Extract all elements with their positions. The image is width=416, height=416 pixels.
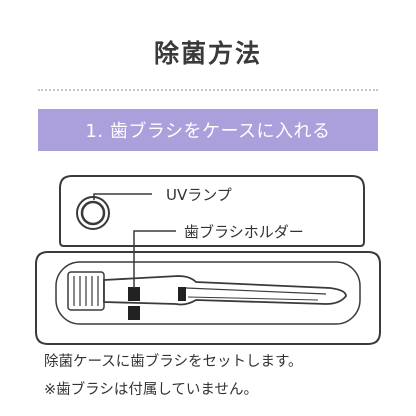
uv-lamp xyxy=(80,200,106,226)
dotted-divider xyxy=(38,89,378,91)
brush-holder-label: 歯ブラシホルダー xyxy=(184,223,304,241)
instruction-text: 除菌ケースに歯ブラシをセットします。 xyxy=(44,354,303,370)
toothbrush-grip-lower xyxy=(187,296,319,301)
step-banner: 1. 歯ブラシをケースに入れる xyxy=(38,109,378,151)
brush-holder-right xyxy=(178,287,186,301)
holder-callout-line xyxy=(133,230,176,288)
uv-callout-line xyxy=(93,193,152,200)
page-title: 除菌方法 xyxy=(153,39,262,68)
brush-holder-bottom xyxy=(128,306,140,320)
bristle-lines xyxy=(73,276,99,306)
brush-holder-top xyxy=(128,287,140,301)
step-label: 1. 歯ブラシをケースに入れる xyxy=(85,121,331,142)
uv-lamp-label: UVランプ xyxy=(166,186,232,204)
note-text: ※歯ブラシは付属していません。 xyxy=(44,382,258,398)
toothbrush-grip xyxy=(185,287,327,295)
